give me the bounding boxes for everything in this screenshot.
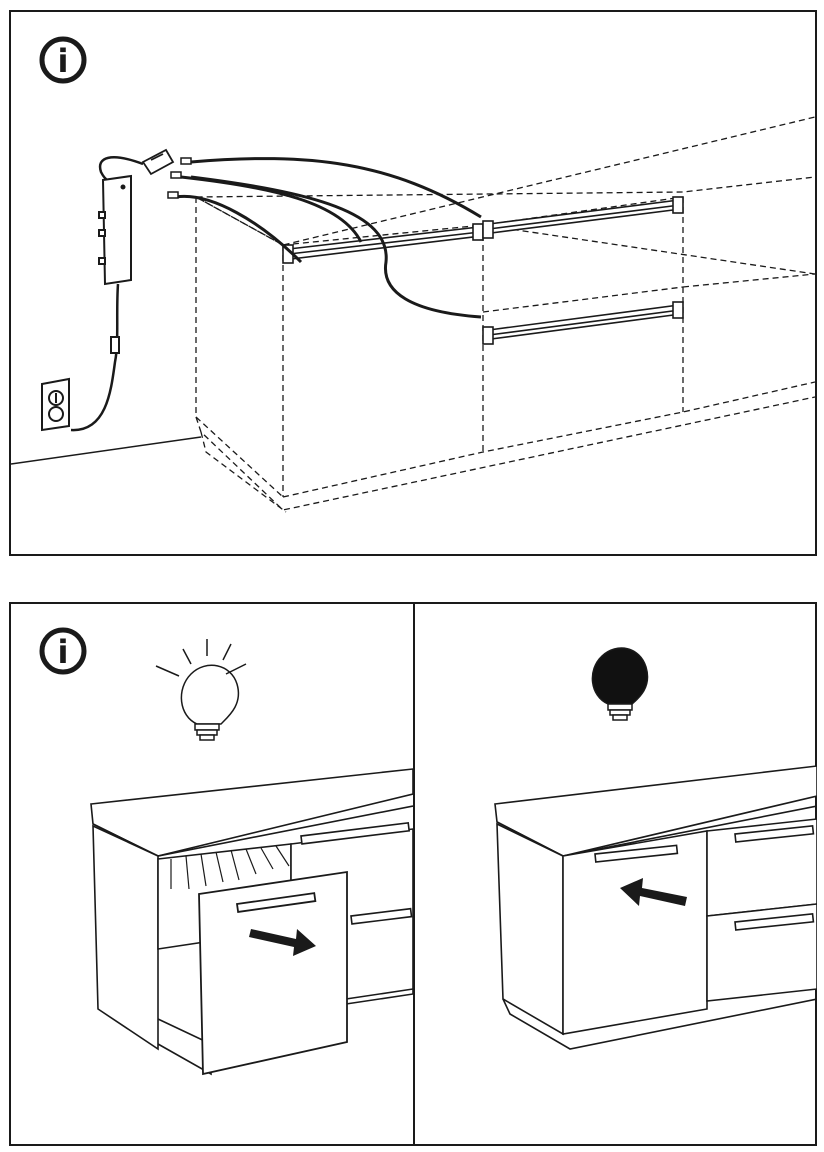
- led-strip-lower: [482, 301, 684, 345]
- top-installation-panel: i: [9, 10, 817, 556]
- info-icon-glyph: i: [58, 633, 69, 671]
- light-on-icon: [155, 639, 247, 741]
- distributor-connector: [141, 148, 175, 176]
- bottom-light-behavior-panel: i: [9, 602, 817, 1146]
- push-in-arrow-icon: [620, 878, 687, 906]
- wall-socket: [41, 377, 70, 432]
- drawer-closed-scene: [494, 647, 817, 1050]
- installation-diagram: i: [11, 36, 815, 513]
- wall-floor-line: [11, 436, 202, 465]
- light-off-icon: [591, 647, 649, 721]
- cabinet-closed: [494, 765, 817, 1050]
- led-driver: [98, 174, 132, 286]
- pull-out-arrow-icon: [249, 929, 316, 956]
- open-drawer-front: [198, 870, 348, 1076]
- info-icon: i: [39, 627, 87, 675]
- info-icon-glyph: i: [58, 42, 69, 80]
- inline-switch: [110, 336, 120, 354]
- drawer-open-scene: i: [39, 627, 413, 1076]
- light-rays: [170, 845, 290, 890]
- led-strip-middle: [482, 196, 684, 239]
- cabinet-outline-dashed: [193, 116, 815, 513]
- power-cord: [70, 283, 120, 432]
- panel-divider: [413, 604, 415, 1144]
- info-icon: i: [39, 36, 87, 84]
- led-cables: [175, 157, 482, 319]
